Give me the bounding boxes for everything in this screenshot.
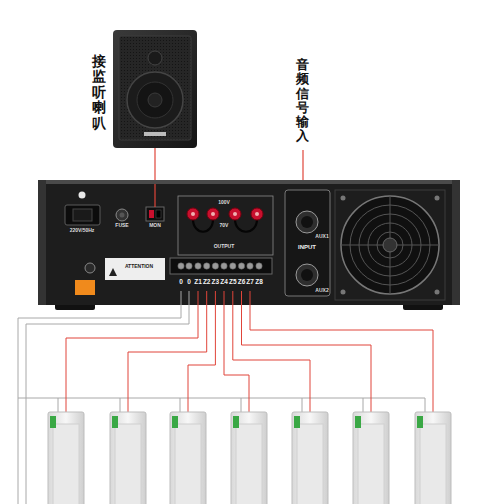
terminal-label: Z5 xyxy=(229,279,237,286)
panel-label: AUX1 xyxy=(315,234,328,239)
monitor-speaker: 接监听喇叭 xyxy=(113,30,197,148)
monitor-speaker-drawing xyxy=(113,30,197,148)
terminal-label: 0 xyxy=(187,279,191,286)
panel-label: 220V/50Hz xyxy=(70,228,95,233)
panel-label: OUTPUT xyxy=(214,244,235,249)
signal-wire xyxy=(154,148,155,180)
column-speakers xyxy=(48,412,451,504)
terminal-label: 0 xyxy=(179,279,183,286)
vertical-label: 接监听喇叭 xyxy=(92,54,106,131)
panel-label: FUSE xyxy=(115,223,128,228)
vertical-label: 音频信号输入 xyxy=(296,58,309,144)
panel-label: 100V xyxy=(218,200,230,205)
terminal-label: Z1 xyxy=(194,279,202,286)
amplifier-drawing xyxy=(38,180,460,310)
panel-label: 70V xyxy=(220,223,229,228)
panel-label: AUX2 xyxy=(315,288,328,293)
warning-label: ATTENTION xyxy=(125,264,153,269)
terminal-label: Z4 xyxy=(220,279,228,286)
terminal-label: Z8 xyxy=(255,279,263,286)
terminal-label: Z6 xyxy=(238,279,246,286)
panel-label: MON xyxy=(149,223,161,228)
zone-wires xyxy=(66,291,433,412)
panel-label: INPUT xyxy=(298,244,316,250)
terminal-label: Z3 xyxy=(212,279,220,286)
amplifier-panel: 220V/50Hz FUSE MON 100V 70V OUTPUT INPUT AUX1AU… xyxy=(38,180,460,305)
terminal-label: Z7 xyxy=(246,279,254,286)
terminal-label: Z2 xyxy=(203,279,211,286)
